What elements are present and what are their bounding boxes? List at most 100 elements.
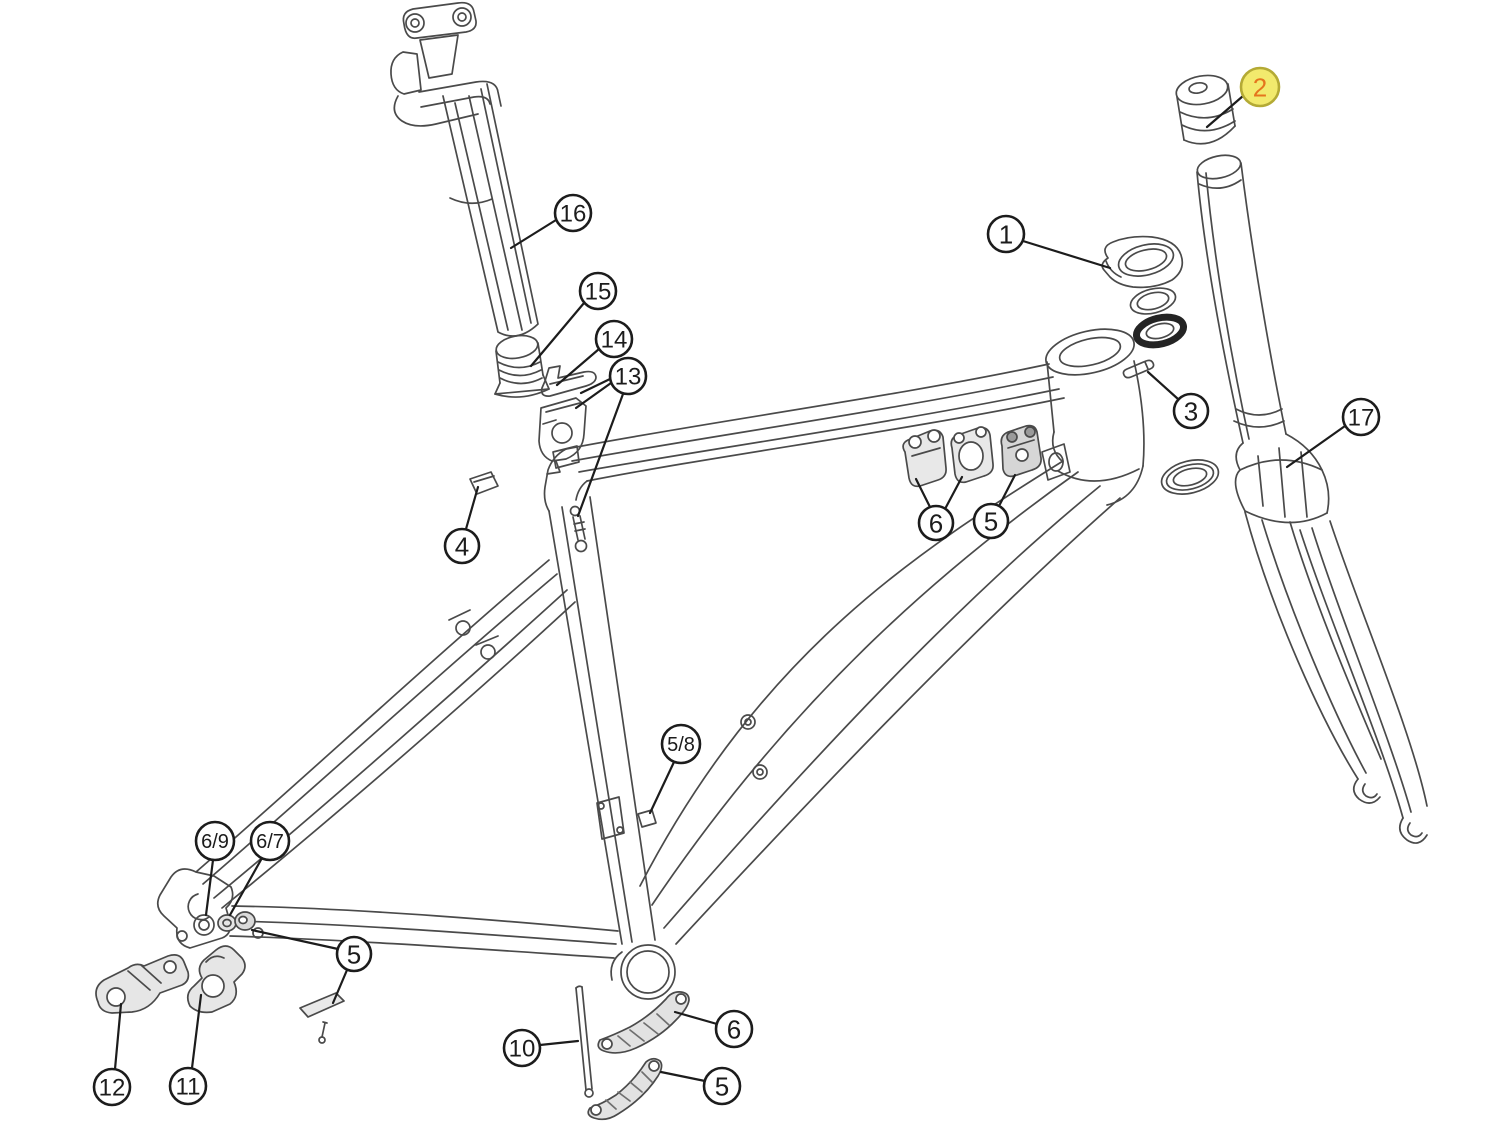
- leader-line-16: [509, 218, 558, 250]
- callout-6[interactable]: 6: [917, 504, 955, 542]
- leader-line-14: [555, 347, 601, 387]
- leader-line-11: [190, 993, 203, 1070]
- leader-line-10: [538, 1039, 580, 1047]
- callout-circle[interactable]: [986, 214, 1026, 254]
- callout-5[interactable]: 5: [702, 1066, 742, 1106]
- dropout-insert-left-drawing: [95, 954, 190, 1014]
- callout-4[interactable]: 4: [443, 527, 481, 565]
- callout-2-highlighted[interactable]: 2: [1239, 66, 1281, 108]
- callout-16[interactable]: 16: [553, 193, 593, 233]
- leader-line-5: [659, 1070, 707, 1083]
- callout-circle[interactable]: [1172, 392, 1210, 430]
- callout-circle[interactable]: [502, 1028, 542, 1068]
- callout-number: 6/7: [256, 831, 284, 853]
- cable-guide-b-drawing: [950, 426, 994, 484]
- callout-15[interactable]: 15: [578, 271, 618, 311]
- callout-14[interactable]: 14: [594, 319, 634, 359]
- callout-number: 13: [615, 364, 642, 391]
- leader-line-5: [250, 928, 340, 951]
- callout-5-8[interactable]: 5/8: [660, 723, 702, 765]
- callout-circle[interactable]: [168, 1066, 208, 1106]
- callout-circle[interactable]: [443, 527, 481, 565]
- callout-circle[interactable]: [608, 356, 648, 396]
- callout-circle[interactable]: [917, 504, 955, 542]
- callout-number: 15: [585, 279, 612, 306]
- leader-line-4: [464, 485, 480, 531]
- callout-10[interactable]: 10: [502, 1028, 542, 1068]
- callout-number: 16: [560, 201, 587, 228]
- downtube-plug-drawing: [469, 471, 499, 495]
- leader-line-5-8: [648, 760, 676, 815]
- leader-line-13: [579, 377, 612, 395]
- callout-circle[interactable]: [578, 271, 618, 311]
- steerer-pin-drawing: [1122, 359, 1155, 379]
- callout-bubbles: 2 1 16 15 14 13 3 17 4 6 5 5/8 6/9 6/7 5 12 11 10 6 5: [92, 66, 1381, 1107]
- frame-drawing: [156, 328, 1145, 1000]
- callout-13[interactable]: 13: [608, 356, 648, 396]
- thru-axle-washers-drawing: [193, 911, 264, 939]
- leader-line-3: [1146, 370, 1180, 401]
- callout-12[interactable]: 12: [92, 1067, 132, 1107]
- callout-circle[interactable]: [92, 1067, 132, 1107]
- callout-circle[interactable]: [249, 820, 291, 862]
- callout-number: 3: [1184, 396, 1198, 426]
- callout-circle[interactable]: [553, 193, 593, 233]
- leader-line-6-7: [228, 856, 264, 917]
- callout-1[interactable]: 1: [986, 214, 1026, 254]
- callout-17[interactable]: 17: [1341, 397, 1381, 437]
- callout-number: 5: [715, 1071, 729, 1101]
- callout-5[interactable]: 5: [972, 502, 1010, 540]
- callout-number: 14: [601, 327, 628, 354]
- callout-number: 5: [984, 506, 998, 536]
- leader-line-5: [997, 473, 1017, 508]
- headset-parts-drawing: [1101, 235, 1220, 495]
- seatpost-drawing: [390, 1, 539, 337]
- callout-circle[interactable]: [194, 820, 236, 862]
- callout-5[interactable]: 5: [335, 935, 373, 973]
- callout-circle[interactable]: [714, 1009, 754, 1049]
- leader-line-6: [673, 1010, 719, 1026]
- frame-mount-drawing: [1041, 443, 1071, 481]
- callout-6[interactable]: 6: [714, 1009, 754, 1049]
- callout-number: 12: [99, 1075, 126, 1102]
- leader-line-12: [113, 1002, 123, 1071]
- callout-circle[interactable]: [335, 935, 373, 973]
- callout-circle[interactable]: [660, 723, 702, 765]
- derailleur-hanger-drawing: [186, 945, 246, 1014]
- callout-circle[interactable]: [594, 319, 634, 359]
- callout-6-7[interactable]: 6/7: [249, 820, 291, 862]
- leader-line-2: [1205, 94, 1245, 129]
- leader-line-6: [943, 475, 964, 511]
- callout-number: 6: [929, 508, 943, 538]
- callout-3[interactable]: 3: [1172, 392, 1210, 430]
- callout-number: 4: [455, 531, 469, 561]
- callout-circle[interactable]: [702, 1066, 742, 1106]
- leader-line-1: [1021, 239, 1112, 270]
- callout-number: 1: [999, 219, 1013, 249]
- frame-port-plug-drawing: [637, 809, 657, 828]
- leader-line-13: [576, 392, 625, 518]
- clamp-plate-drawing: [540, 365, 597, 397]
- callout-circle[interactable]: [1239, 66, 1281, 108]
- mount-bracket-drawing: [1000, 424, 1042, 478]
- callout-number: 6/9: [201, 831, 229, 853]
- leader-line-6: [914, 477, 932, 509]
- callout-number: 17: [1348, 405, 1375, 432]
- callout-number: 6: [727, 1014, 741, 1044]
- callout-circle[interactable]: [1341, 397, 1381, 437]
- callout-number: 10: [509, 1036, 536, 1063]
- leader-line-15: [529, 301, 586, 368]
- chainstay-protector-lower-drawing: [587, 1057, 663, 1121]
- expander-plug-drawing: [1175, 74, 1236, 145]
- callout-circle[interactable]: [972, 502, 1010, 540]
- chainstay-protector-upper-drawing: [597, 991, 690, 1054]
- cable-guide-a-drawing: [902, 429, 947, 488]
- leader-line-5: [331, 968, 349, 1005]
- fork-drawing: [1196, 154, 1428, 844]
- callout-6-9[interactable]: 6/9: [194, 820, 236, 862]
- leader-line-6-9: [204, 858, 215, 917]
- callout-11[interactable]: 11: [168, 1066, 208, 1106]
- callout-number: 5/8: [667, 734, 695, 756]
